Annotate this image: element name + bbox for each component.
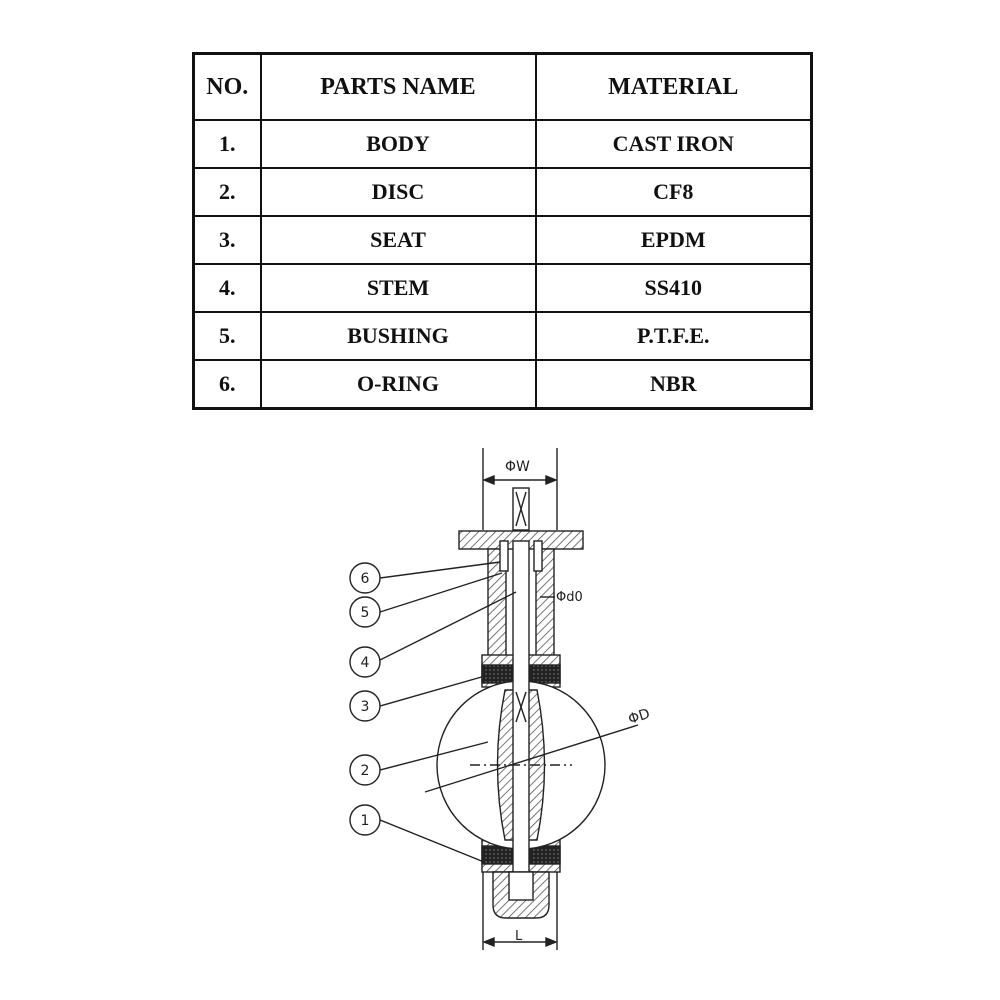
- callout-6: 6: [349, 562, 381, 594]
- row-no: 2.: [192, 167, 262, 217]
- callout-2: 2: [349, 754, 381, 786]
- header-material: MATERIAL: [534, 52, 813, 121]
- callout-3: 3: [349, 690, 381, 722]
- dim-w-label: ΦW: [505, 459, 530, 475]
- row-material: CF8: [534, 167, 813, 217]
- row-material: P.T.F.E.: [534, 311, 813, 361]
- table-row: 5. BUSHING P.T.F.E.: [192, 311, 813, 361]
- table-row: 3. SEAT EPDM: [192, 215, 813, 265]
- row-part-name: STEM: [259, 263, 537, 313]
- seat: [481, 664, 561, 865]
- callout-5: 5: [349, 596, 381, 628]
- dim-l-label: L: [515, 929, 523, 944]
- row-no: 3.: [192, 215, 262, 265]
- table-header-row: NO. PARTS NAME MATERIAL: [192, 52, 813, 121]
- row-material: EPDM: [534, 215, 813, 265]
- callout-label: 6: [361, 571, 370, 587]
- callout-4: 4: [349, 646, 381, 678]
- dim-d-label: ΦD: [626, 706, 652, 728]
- dim-w: [482, 448, 558, 530]
- row-no: 4.: [192, 263, 262, 313]
- bottom-boss: [492, 871, 550, 919]
- stem: [512, 540, 530, 876]
- valve-cross-section-diagram: ΦW Φd0 ΦD L 6 5 4 3 2 1: [349, 448, 652, 950]
- table-row: 4. STEM SS410: [192, 263, 813, 313]
- row-part-name: BODY: [259, 119, 537, 169]
- callout-label: 2: [361, 763, 370, 779]
- row-material: NBR: [534, 359, 813, 410]
- callout-1: 1: [349, 804, 381, 836]
- body-neck: [487, 548, 555, 668]
- header-no: NO.: [192, 52, 262, 121]
- dim-l: [482, 872, 558, 950]
- callout-label: 1: [361, 813, 370, 829]
- callout-label: 5: [361, 605, 370, 621]
- row-part-name: SEAT: [259, 215, 537, 265]
- parts-table: NO. PARTS NAME MATERIAL 1. BODY CAST IRO…: [192, 52, 813, 410]
- callout-label: 4: [361, 655, 370, 671]
- row-no: 6.: [192, 359, 262, 410]
- row-no: 1.: [192, 119, 262, 169]
- row-part-name: DISC: [259, 167, 537, 217]
- table-row: 1. BODY CAST IRON: [192, 119, 813, 169]
- row-part-name: BUSHING: [259, 311, 537, 361]
- row-material: SS410: [534, 263, 813, 313]
- dim-d0-label: Φd0: [556, 590, 583, 605]
- header-parts-name: PARTS NAME: [259, 52, 537, 121]
- table-row: 6. O-RING NBR: [192, 359, 813, 410]
- callout-label: 3: [361, 699, 370, 715]
- row-material: CAST IRON: [534, 119, 813, 169]
- row-no: 5.: [192, 311, 262, 361]
- table-row: 2. DISC CF8: [192, 167, 813, 217]
- row-part-name: O-RING: [259, 359, 537, 410]
